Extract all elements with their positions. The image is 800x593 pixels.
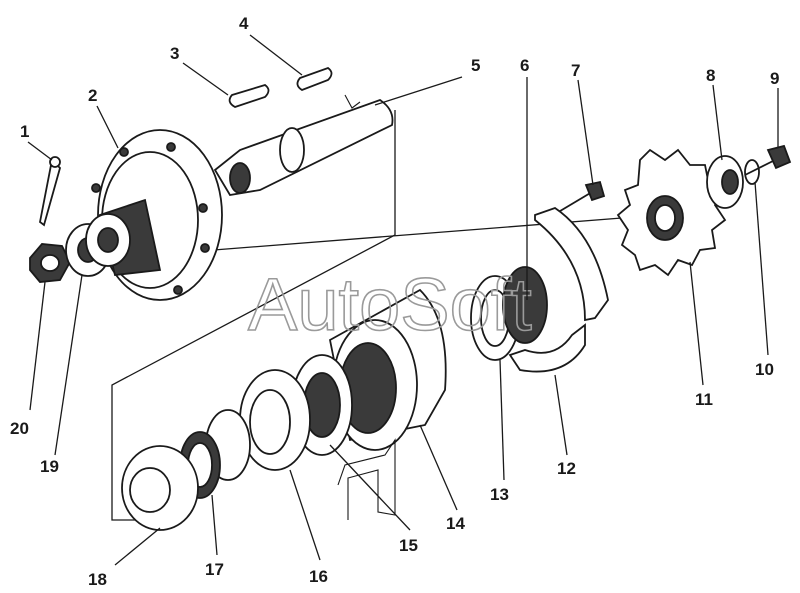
part-13-seal-ring: [470, 266, 548, 361]
boundary-lines: [111, 110, 661, 521]
label-14: 14: [446, 514, 465, 533]
part-2-flange-hub: [85, 129, 223, 301]
label-3: 3: [170, 44, 179, 63]
label-9: 9: [770, 69, 779, 88]
part-12-clamp-lower: [508, 323, 586, 373]
label-4: 4: [239, 14, 249, 33]
label-17: 17: [205, 560, 224, 579]
part-18-cap: [121, 445, 199, 531]
label-8: 8: [706, 66, 715, 85]
support-bracket: [337, 438, 396, 520]
label-6: 6: [520, 56, 529, 75]
part-16-ring: [239, 369, 311, 471]
part-1-cotter-pin: [39, 156, 62, 227]
label-20: 20: [10, 419, 29, 438]
label-5: 5: [471, 56, 480, 75]
label-18: 18: [88, 570, 107, 589]
label-19: 19: [40, 457, 59, 476]
part-4-key: [296, 66, 333, 92]
label-7: 7: [571, 61, 580, 80]
watermark-text: AutoSoft: [248, 263, 532, 346]
part-labels: 1 2 3 4 5 6 7 8 9 10 11 12 13 14 15 16 1…: [10, 14, 779, 589]
part-6-clamp-upper: [534, 207, 609, 322]
part-8-washer: [706, 155, 744, 209]
label-16: 16: [309, 567, 328, 586]
part-5-shaft: [213, 94, 394, 196]
part-11-sprocket: [616, 148, 727, 277]
label-1: 1: [20, 122, 29, 141]
part-3-key: [228, 84, 270, 108]
leader-lines: [27, 34, 779, 566]
part-20-castle-nut: [29, 243, 72, 283]
part-9-bolt: [744, 144, 792, 176]
label-10: 10: [755, 360, 774, 379]
label-2: 2: [88, 86, 97, 105]
label-13: 13: [490, 485, 509, 504]
label-15: 15: [399, 536, 418, 555]
label-11: 11: [695, 390, 713, 409]
label-12: 12: [557, 459, 576, 478]
part-14-bearing-housing: [328, 288, 447, 451]
